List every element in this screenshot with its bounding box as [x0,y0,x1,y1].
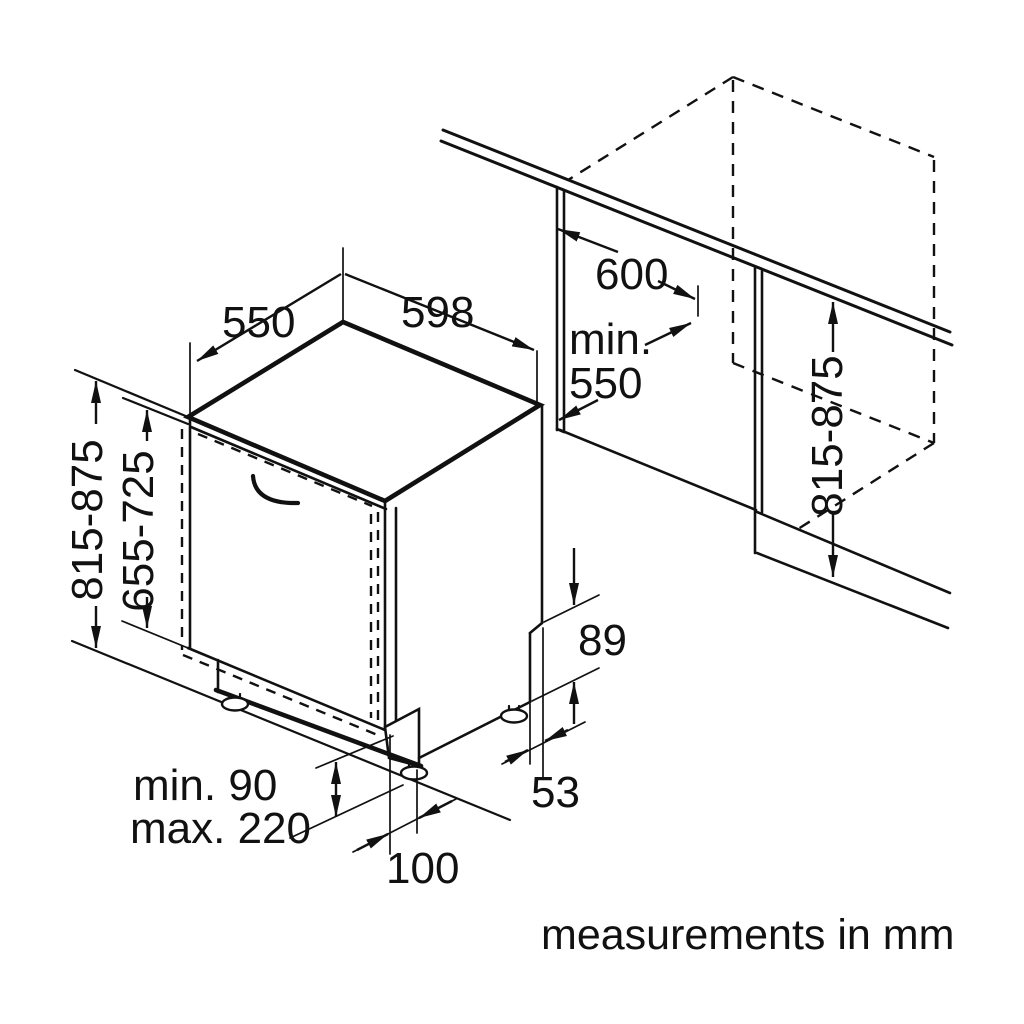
niche-dashed-outline [567,75,936,531]
units-note: measurements in mm [541,911,954,959]
label-appliance-height: 815-875 [63,439,112,600]
label-rear-step-depth: 53 [531,768,580,817]
adjustable-feet [220,692,529,781]
label-niche-height: 815-875 [803,355,852,516]
dimension-arrows [91,227,838,852]
label-plinth-max: max. 220 [130,804,311,853]
label-appliance-width: 598 [401,288,474,337]
dimension-labels: 550 598 600 min. 550 815-875 655-725 815… [63,250,852,893]
door-handle-arc [250,473,301,506]
label-appliance-depth: 550 [222,298,295,347]
label-base-inset-front: 100 [386,844,459,893]
niche-side-panels [555,185,952,630]
label-niche-depth-value: 550 [569,359,642,408]
label-niche-depth-min: min. [569,315,652,364]
label-rear-step-height: 89 [578,616,627,665]
dishwasher-outline [180,319,545,769]
worktop [73,128,954,426]
floor-line [70,639,512,822]
label-plinth-min: min. 90 [133,761,277,810]
label-furniture-door-height: 655-725 [114,450,163,611]
label-worktop-depth: 600 [595,250,668,299]
